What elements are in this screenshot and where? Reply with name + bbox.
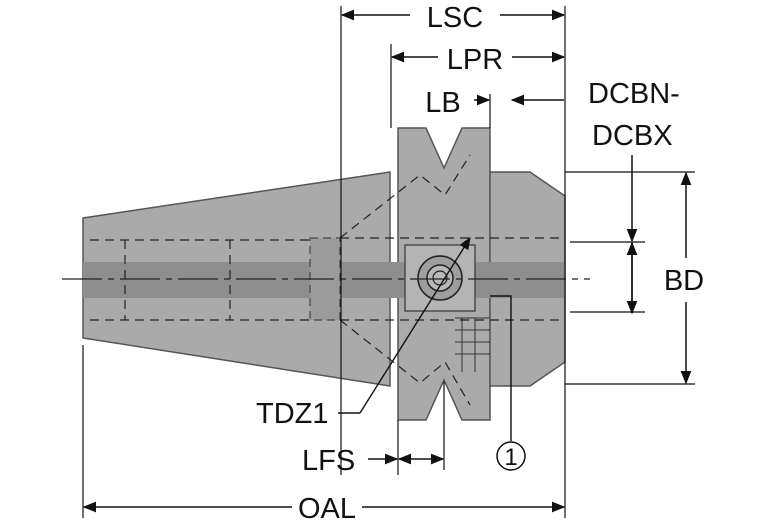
slot-lines xyxy=(455,317,490,372)
hidden-lines xyxy=(90,154,565,406)
label-lfs: LFS xyxy=(302,445,355,477)
callout-circle xyxy=(496,441,526,471)
label-lsc: LSC xyxy=(427,2,483,34)
coolant-hex xyxy=(404,244,476,312)
label-lpr: LPR xyxy=(447,44,503,76)
tool-body xyxy=(62,127,590,421)
dimension-lines xyxy=(82,9,692,513)
label-callout: 1 xyxy=(504,444,517,471)
label-oal: OAL xyxy=(298,493,356,523)
extension-lines xyxy=(82,6,695,518)
label-dcbn: DCBN- xyxy=(588,78,680,110)
label-dcbx: DCBX xyxy=(592,120,673,152)
label-tdz1: TDZ1 xyxy=(256,398,329,430)
leaders xyxy=(338,236,512,441)
label-lb: LB xyxy=(425,87,460,119)
label-bd: BD xyxy=(664,265,704,297)
